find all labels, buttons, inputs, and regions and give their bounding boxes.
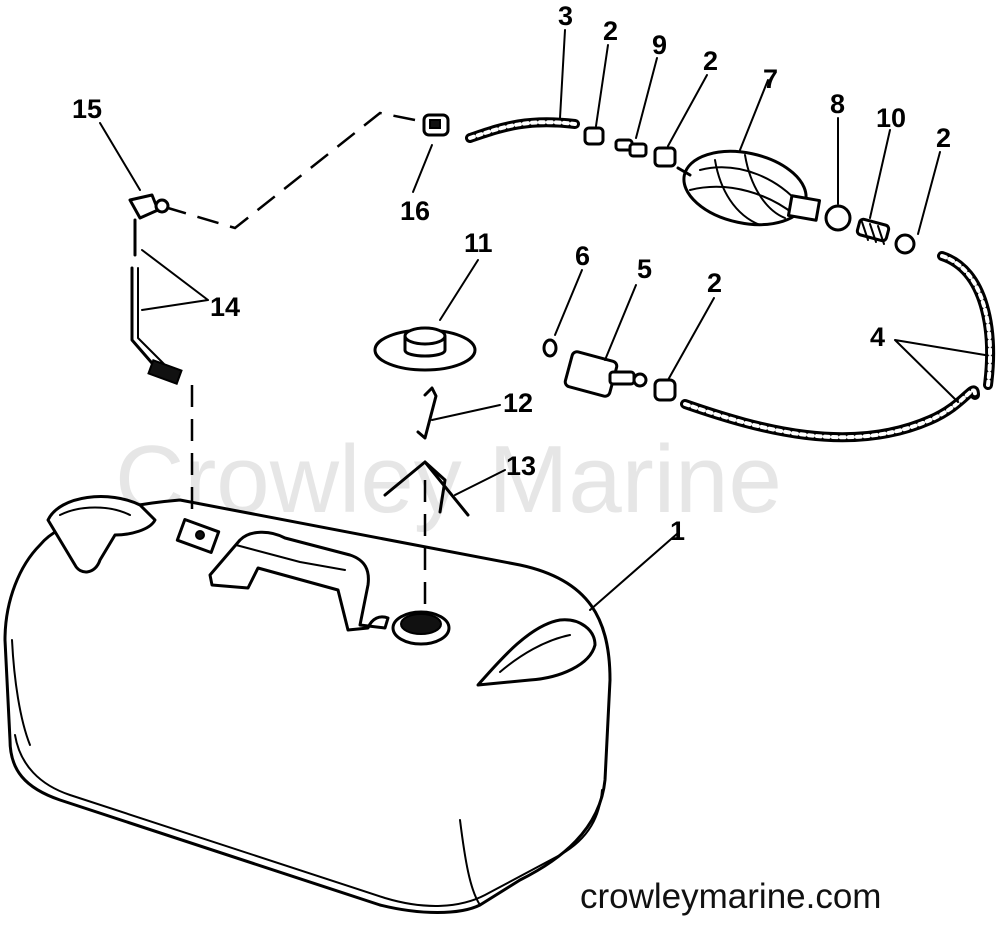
assembly-lines: [167, 111, 427, 612]
footer-url: crowleymarine.com: [580, 877, 881, 916]
fuel-connector: [542, 338, 648, 398]
callout-4: 4: [870, 322, 885, 352]
callout-6: 6: [575, 241, 590, 271]
cap-retainer-spring: [383, 460, 470, 517]
fuel-tank: [3, 495, 612, 914]
callouts: 3 2 9 2 7 8 10 2 15 16 11 6 5 2 14 4 12 …: [72, 1, 951, 546]
clamp-fittings: [583, 126, 916, 402]
leader-lines: [99, 29, 986, 611]
callout-2-c: 2: [936, 123, 951, 153]
callout-10: 10: [876, 103, 906, 133]
callout-11: 11: [464, 228, 493, 258]
callout-2-a: 2: [603, 16, 618, 46]
callout-9: 9: [652, 30, 667, 60]
callout-16: 16: [400, 196, 430, 226]
callout-12: 12: [503, 388, 533, 418]
cap-retainer-hook: [416, 386, 438, 440]
callout-13: 13: [506, 451, 536, 481]
fuel-cap: [373, 326, 477, 372]
callout-2-d: 2: [707, 268, 722, 298]
vent-tube-assembly: [128, 193, 183, 385]
line-connector: [422, 113, 450, 137]
check-valve-fittings: [824, 204, 891, 245]
callout-3: 3: [558, 1, 573, 31]
callout-14: 14: [210, 292, 240, 322]
callout-2-b: 2: [703, 46, 718, 76]
hose-lower-right: [937, 251, 995, 390]
callout-8: 8: [830, 89, 845, 119]
primer-bulb: [676, 149, 822, 227]
callout-1: 1: [670, 516, 685, 546]
callout-7: 7: [763, 64, 778, 94]
callout-5: 5: [637, 254, 652, 284]
callout-15: 15: [72, 94, 102, 124]
